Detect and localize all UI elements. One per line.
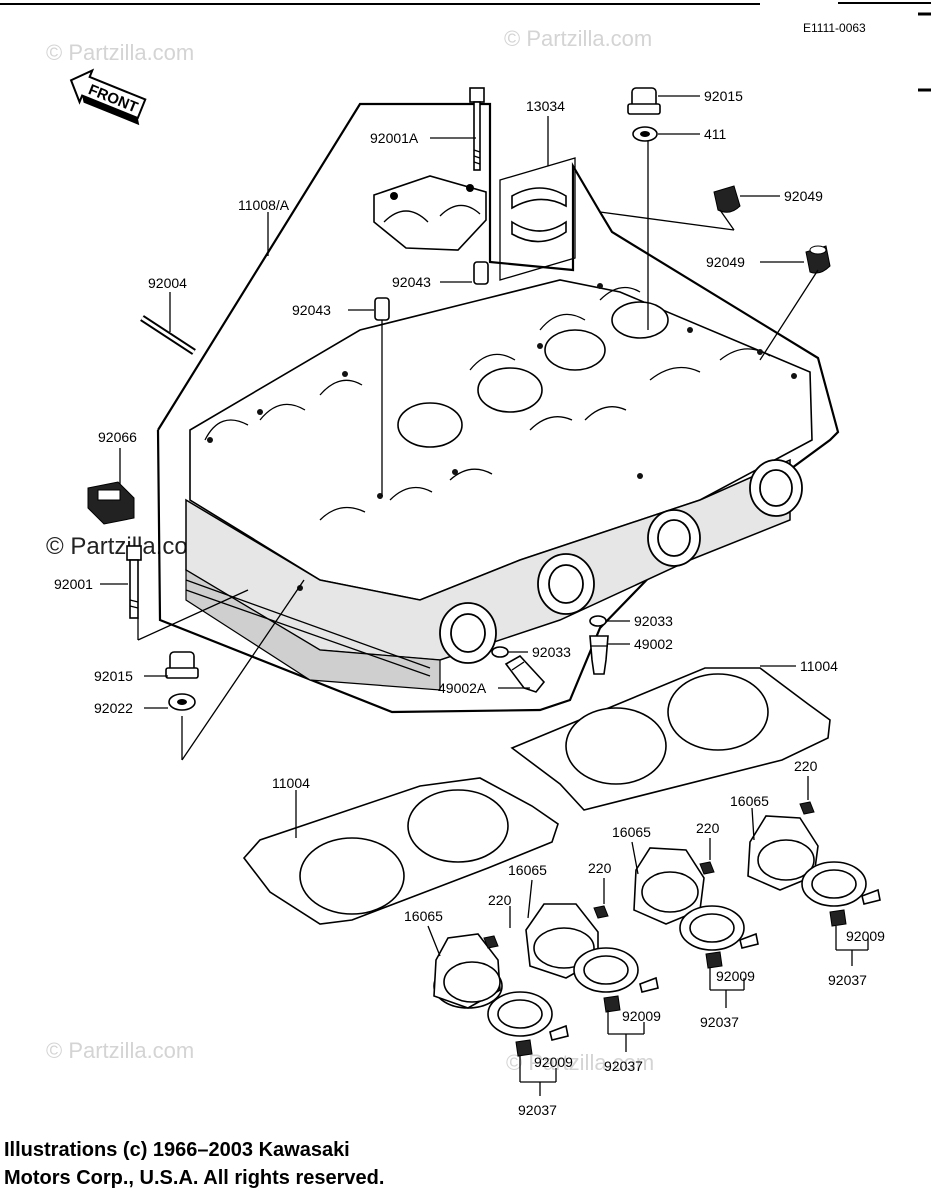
gasket-11004-rear	[510, 667, 831, 811]
label-49002A: 49002A	[438, 680, 487, 696]
plug-92049-a	[713, 185, 741, 213]
label-92037-a: 92037	[828, 972, 867, 988]
copyright-line-2: Motors Corp., U.S.A. All rights reserved…	[4, 1167, 385, 1189]
diagram-code: E1111-0063	[803, 21, 866, 35]
bearing-box	[499, 157, 576, 281]
label-49002: 49002	[634, 636, 673, 652]
label-220-d: 220	[488, 892, 512, 908]
carb-holder-16065-2	[525, 903, 659, 1013]
carb-holder-16065-3	[633, 847, 759, 969]
carb-holder-16065-1	[433, 933, 569, 1057]
screw-220	[799, 801, 815, 815]
stud-92004	[140, 315, 196, 355]
gasket-11004-front	[242, 777, 559, 925]
copyright-line-1: Illustrations (c) 1966–2003 Kawasaki	[4, 1139, 350, 1161]
block-92066	[87, 481, 135, 525]
oring-92033-a	[589, 615, 607, 627]
cylinder-head	[185, 140, 813, 691]
label-220-a: 220	[794, 758, 818, 774]
label-92009-c: 92009	[622, 1008, 661, 1024]
label-16065-b: 16065	[612, 824, 651, 840]
screw-220	[483, 935, 499, 949]
bearing-13034	[511, 187, 567, 243]
plug-92049-b	[805, 245, 831, 274]
label-11008A: 11008/A	[238, 197, 290, 213]
label-220-c: 220	[588, 860, 612, 876]
leader-lines	[100, 95, 869, 1096]
label-92043-a: 92043	[392, 274, 431, 290]
label-92009-a: 92009	[846, 928, 885, 944]
copyright-notice: Illustrations (c) 1966–2003 Kawasaki Mot…	[4, 1136, 384, 1192]
label-13034: 13034	[526, 98, 565, 114]
label-92037-b: 92037	[700, 1014, 739, 1030]
label-92033-b: 92033	[532, 644, 571, 660]
oring-92033-b	[491, 646, 509, 658]
label-92043-b: 92043	[292, 302, 331, 318]
label-92066: 92066	[98, 429, 137, 445]
label-92001A: 92001A	[370, 130, 419, 146]
watermark: © Partzilla.com	[504, 26, 652, 51]
label-92033-a: 92033	[634, 613, 673, 629]
label-16065-c: 16065	[508, 862, 547, 878]
label-92022: 92022	[94, 700, 133, 716]
label-92009-d: 92009	[534, 1054, 573, 1070]
cap-nut-92015-top	[627, 87, 661, 115]
label-92001: 92001	[54, 576, 93, 592]
label-92049-b: 92049	[706, 254, 745, 270]
label-92037-d: 92037	[518, 1102, 557, 1118]
bolt-92001	[126, 545, 142, 619]
bolt-92001A	[469, 87, 485, 171]
fitting-49002A	[504, 654, 546, 693]
carb-holder-16065-4	[747, 815, 881, 927]
label-92004: 92004	[148, 275, 187, 291]
label-16065-a: 16065	[730, 793, 769, 809]
dowel-92043	[374, 297, 390, 321]
label-92009-b: 92009	[716, 968, 755, 984]
watermark: © Partzilla.com	[46, 1038, 194, 1063]
label-92049-a: 92049	[784, 188, 823, 204]
front-arrow-icon: FRONT	[69, 68, 147, 126]
part-labels: 92015 411 13034 92001A 11008/A 92049 920…	[54, 88, 885, 1118]
screw-220	[593, 905, 609, 919]
screw-220	[699, 861, 715, 875]
dowel-92043	[473, 261, 489, 285]
label-92015-top: 92015	[704, 88, 743, 104]
label-92015-bottom: 92015	[94, 668, 133, 684]
watermark: © Partzilla.com	[46, 40, 194, 65]
fitting-49002	[589, 635, 609, 675]
label-16065-d: 16065	[404, 908, 443, 924]
label-411: 411	[704, 126, 727, 142]
label-92037-c: 92037	[604, 1058, 643, 1074]
label-220-b: 220	[696, 820, 720, 836]
cap-nut-92015-bottom	[165, 651, 199, 679]
assembly-outline	[156, 102, 840, 714]
label-11004-rear: 11004	[800, 658, 838, 674]
cam-cap	[373, 175, 487, 251]
label-11004-front: 11004	[272, 775, 310, 791]
